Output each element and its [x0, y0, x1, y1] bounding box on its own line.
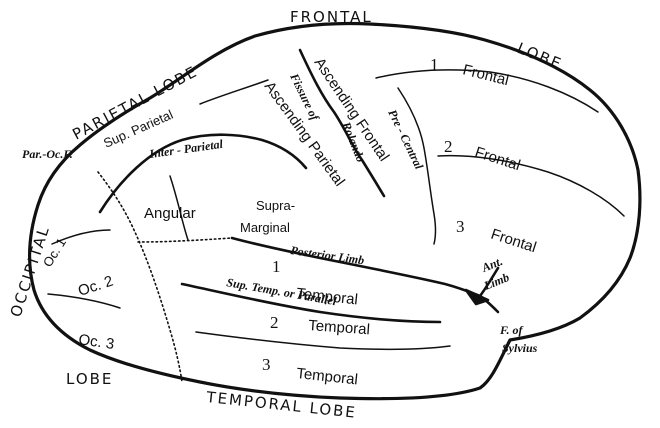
temporal-2-number: 2	[270, 313, 279, 332]
oc3-label: Oc. 3	[77, 331, 115, 353]
pre-central-label: Pre - Central	[385, 107, 426, 172]
superior-parietal-sulcus	[200, 80, 268, 104]
frontal-lobe-label-1: FRONTAL	[290, 8, 373, 26]
parallel-sulcus-label: Sup. Temp. or Parallel	[225, 275, 338, 308]
temporal-2-label: Temporal	[308, 317, 371, 338]
frontal-lobe-label-2: LOBE	[515, 39, 566, 73]
sylvian-junction	[466, 290, 488, 304]
posterior-limb-label: Posterior Limb	[290, 243, 366, 267]
frontal-1-label: Frontal	[461, 61, 510, 89]
frontal-2-number: 2	[444, 137, 453, 156]
occipital-lobe-label-2: LOBE	[66, 370, 113, 388]
frontal-2-label: Frontal	[473, 144, 523, 175]
f-of-label: F. of	[499, 323, 523, 337]
marginal-label: Marginal	[240, 220, 290, 235]
supra-label: Supra-	[256, 198, 295, 213]
oc2-label: Oc. 2	[76, 273, 115, 300]
sylvius-label: Sylvius	[502, 341, 538, 355]
angular-label: Angular	[144, 205, 196, 222]
frontal-3-number: 3	[456, 217, 465, 236]
inferior-frontal-sulcus	[438, 156, 624, 216]
temporal-3-number: 3	[262, 355, 271, 374]
frontal-1-number: 1	[430, 55, 439, 74]
frontal-3-label: Frontal	[489, 226, 539, 257]
temporal-1-number: 1	[272, 257, 281, 276]
par-oc-fissure-label: Par.-Oc.F.	[22, 147, 73, 161]
temporal-3-label: Temporal	[296, 365, 359, 388]
inter-parietal-label: Inter - Parietal	[147, 137, 224, 161]
parieto-temporal-boundary	[138, 238, 232, 242]
